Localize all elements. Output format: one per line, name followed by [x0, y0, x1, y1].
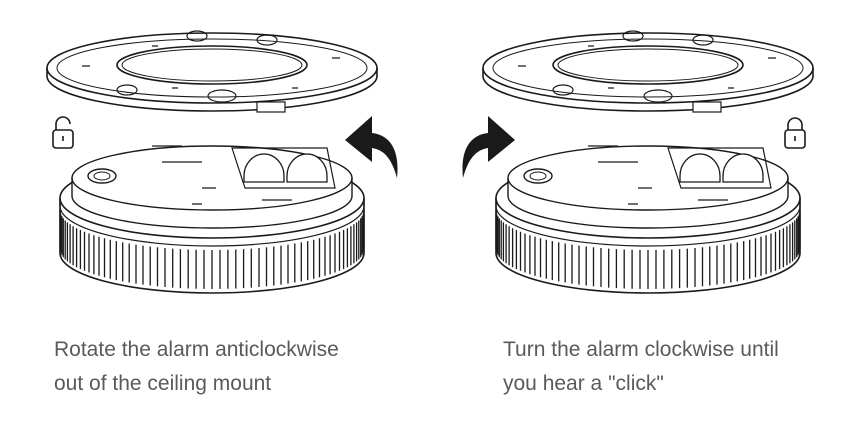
step-1-diagram — [46, 30, 398, 294]
curved-arrow-clockwise-icon — [462, 116, 515, 178]
step-2-diagram — [462, 30, 814, 294]
step-1-caption-line-2: out of the ceiling mount — [54, 372, 272, 395]
ceiling-mount-plate — [482, 30, 814, 113]
step-2-caption: Turn the alarm clockwise until you hear … — [503, 333, 779, 401]
smoke-alarm-body — [495, 145, 801, 294]
step-1-caption: Rotate the alarm anticlockwise out of th… — [54, 333, 339, 401]
curved-arrow-anticlockwise-icon — [345, 116, 398, 178]
smoke-alarm-body — [59, 145, 365, 294]
ceiling-mount-plate — [46, 30, 378, 113]
step-2-caption-line-2: you hear a "click" — [503, 372, 664, 395]
step-2-caption-line-1: Turn the alarm clockwise until — [503, 338, 779, 361]
unlocked-padlock-icon — [52, 116, 74, 149]
step-1-caption-line-1: Rotate the alarm anticlockwise — [54, 338, 339, 361]
locked-padlock-icon — [784, 117, 806, 149]
